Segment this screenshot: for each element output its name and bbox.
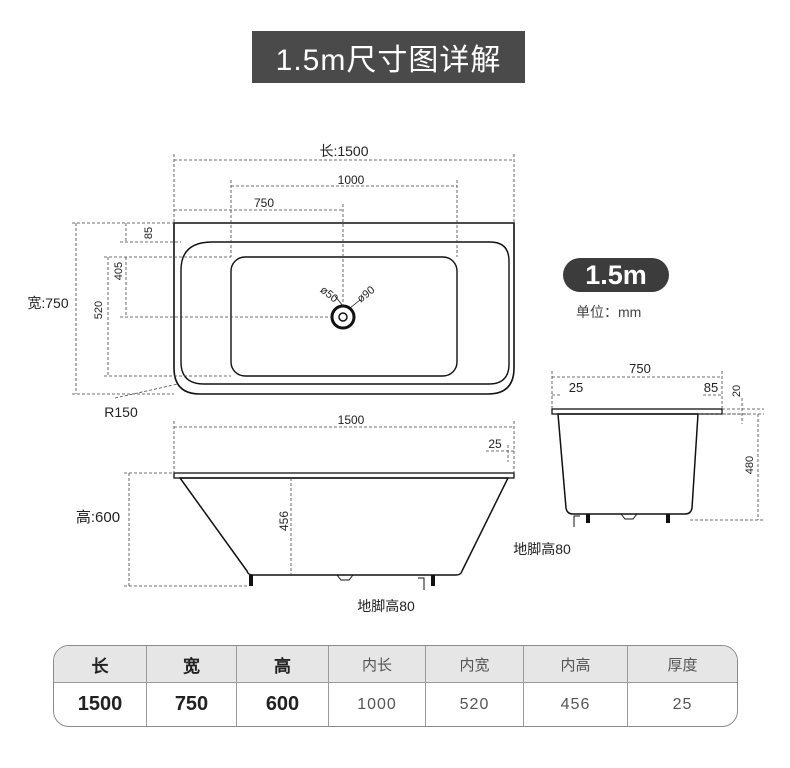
top-view-floor-outline (230, 256, 458, 377)
drain-small-label: ø50 (318, 284, 340, 305)
top-view: 长:1500 1000 750 85 405 520 宽:750 ø50 ø90… (27, 143, 515, 420)
front-foot-right (431, 575, 435, 586)
table-header-height: 高 (237, 646, 329, 683)
side-foot-right (666, 514, 670, 523)
front-rim-label: 25 (488, 437, 502, 451)
front-feet-label: 地脚高80 (357, 598, 415, 614)
table-value-thickness: 25 (672, 695, 693, 713)
table-header-inner-length: 内长 (329, 646, 426, 683)
table-value-inner-length: 1000 (329, 683, 426, 726)
table-value-width: 750 (147, 683, 237, 726)
top-rim-label: 85 (143, 227, 155, 239)
side-width-label: 750 (629, 361, 651, 376)
side-rim-right-label: 85 (704, 380, 718, 395)
table-header-thickness: 厚度 (628, 646, 737, 683)
table-header-inner-width: 内宽 (426, 646, 524, 683)
top-view-inner-outline (180, 241, 510, 385)
side-rim-left-label: 25 (569, 380, 583, 395)
table-value-height: 600 (237, 683, 329, 726)
side-inner-height-label: 480 (744, 456, 756, 474)
side-foot-left (586, 514, 590, 523)
top-length-label: 长:1500 (319, 143, 368, 159)
table-value-inner-height: 456 (524, 683, 628, 726)
front-length-label: 1500 (338, 413, 365, 427)
front-inner-depth-label: 456 (277, 511, 291, 531)
table-header-width: 宽 (147, 646, 237, 683)
front-height-label: 高:600 (76, 509, 120, 526)
top-drain-depth-label: 405 (113, 262, 125, 280)
side-body-outline (557, 413, 699, 515)
corner-radius-label: R150 (104, 404, 138, 420)
spec-table: 长 宽 高 内长 内宽 内高 厚度 1500 750 600 1000 520 … (53, 645, 738, 727)
top-inner-length-label: 1000 (338, 173, 365, 187)
front-body-outline (178, 477, 510, 576)
table-header-length: 长 (54, 646, 147, 683)
drain-large-label: ø90 (355, 284, 377, 305)
side-rim-thickness-label: 20 (731, 385, 743, 397)
side-feet-label: 地脚高80 (513, 541, 571, 557)
model-badge: 1.5m (563, 258, 669, 292)
drain-outer (330, 304, 356, 330)
front-foot-left (249, 575, 253, 586)
drain-inner (338, 312, 348, 322)
side-view: 750 25 85 20 480 地脚高80 (513, 361, 764, 557)
table-header-inner-height: 内高 (524, 646, 628, 683)
front-view: 1500 25 高:600 456 地脚高80 (76, 413, 515, 614)
table-value-length: 1500 (54, 683, 147, 726)
top-inner-width-label: 520 (93, 301, 105, 319)
dimension-drawing: 长:1500 1000 750 85 405 520 宽:750 ø50 ø90… (27, 143, 764, 614)
top-width-label: 宽:750 (27, 295, 68, 311)
top-view-outer-outline (173, 222, 515, 395)
unit-label: 单位：mm (576, 304, 642, 320)
table-value-inner-width: 520 (426, 683, 524, 726)
page-title: 1.5m尺寸图详解 (252, 31, 525, 83)
top-drain-offset-label: 750 (254, 196, 274, 210)
